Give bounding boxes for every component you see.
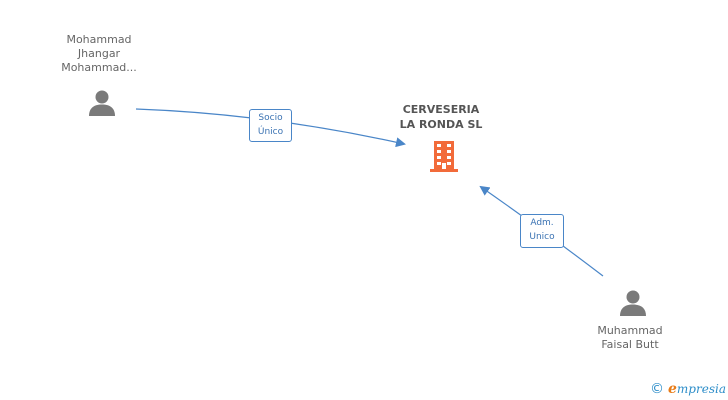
brand-logo-first-letter: e [668, 381, 677, 397]
edge-label-adm-line2: Unico [529, 232, 555, 242]
edge-label-socio-unico[interactable]: Socio Único [249, 109, 292, 142]
brand-logo: empresia [668, 381, 726, 397]
person-2-name-line1: Muhammad [597, 324, 663, 337]
brand-logo-rest: mpresia [676, 382, 726, 396]
person-1-name-line2: Jhangar [77, 47, 121, 60]
person-2-label[interactable]: Muhammad Faisal Butt [580, 324, 680, 352]
person-icon[interactable] [618, 289, 648, 317]
edge-label-socio-line2: Único [257, 127, 284, 137]
empresia-watermark[interactable]: © empresia [650, 380, 726, 398]
company-label[interactable]: CERVESERIA LA RONDA SL [381, 102, 501, 132]
building-icon[interactable] [428, 139, 460, 173]
edge-label-adm-line1: Adm. [530, 218, 554, 228]
copyright-icon: © [650, 381, 664, 397]
edge-label-socio-line1: Socio [258, 113, 283, 123]
person-1-name-line3: Mohammad... [61, 61, 137, 74]
person-1-label[interactable]: Mohammad Jhangar Mohammad... [49, 33, 149, 75]
person-2-name-line2: Faisal Butt [601, 338, 659, 351]
edge-label-adm-unico[interactable]: Adm. Unico [520, 214, 564, 248]
company-name-line1: CERVESERIA [402, 103, 480, 116]
person-icon[interactable] [87, 89, 117, 117]
company-name-line2: LA RONDA SL [399, 118, 483, 131]
person-1-name-line1: Mohammad [66, 33, 132, 46]
